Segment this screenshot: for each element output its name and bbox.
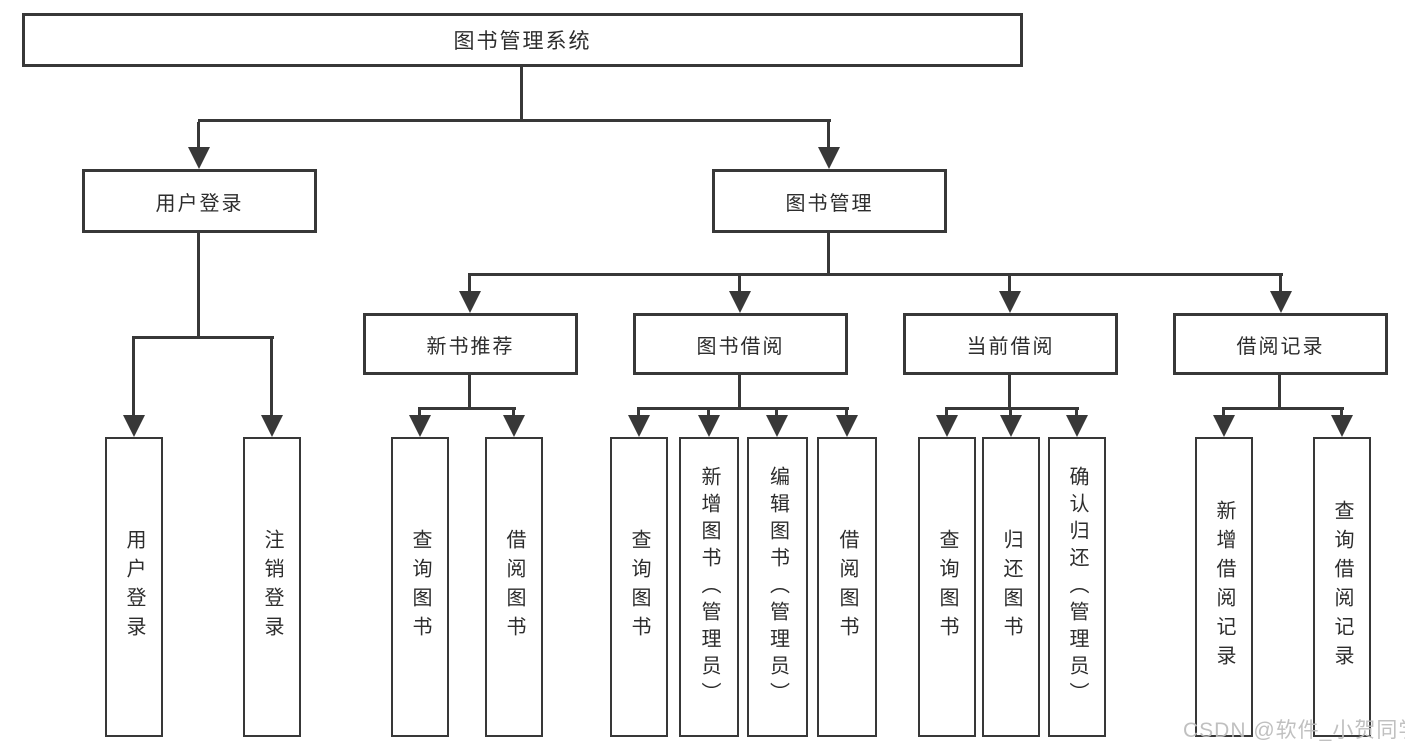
leaf-edit-book-admin: 编辑图书（管理员） <box>747 437 808 737</box>
connector-line <box>827 233 830 276</box>
leaf-query-book-current: 查询图书 <box>918 437 976 737</box>
arrow-down-icon <box>628 415 650 437</box>
connector-line <box>1340 410 1343 417</box>
connector-line <box>512 410 515 417</box>
arrow-down-icon <box>729 291 751 313</box>
arrow-down-icon <box>698 415 720 437</box>
node-label: 借阅图书 <box>503 529 525 645</box>
node-label: 当前借阅 <box>966 335 1055 358</box>
connector-line <box>945 410 948 417</box>
leaf-query-borrow-record: 查询借阅记录 <box>1313 437 1371 737</box>
node-label: 用户登录 <box>123 529 145 645</box>
arrow-down-icon <box>936 415 958 437</box>
leaf-return-book: 归还图书 <box>982 437 1040 737</box>
connector-line <box>637 410 640 417</box>
arrow-down-icon <box>999 291 1021 313</box>
node-label: 归还图书 <box>1000 529 1022 645</box>
leaf-query-book-borrow: 查询图书 <box>610 437 668 737</box>
connector-line <box>1222 410 1225 417</box>
node-label: 新书推荐 <box>426 335 515 358</box>
connector-line <box>775 410 778 417</box>
connector-line <box>738 276 741 293</box>
node-user-login: 用户登录 <box>82 169 317 233</box>
node-label: 查询图书 <box>936 529 958 645</box>
node-book-borrow: 图书借阅 <box>633 313 848 375</box>
connector-line <box>1009 410 1012 417</box>
node-label: 查询图书 <box>628 529 650 645</box>
connector-line <box>1008 375 1011 410</box>
connector-line <box>468 273 1283 276</box>
connector-line <box>418 407 516 410</box>
arrow-down-icon <box>1066 415 1088 437</box>
connector-line <box>468 276 471 293</box>
connector-line <box>132 339 135 417</box>
arrow-down-icon <box>188 147 210 169</box>
connector-line <box>197 122 200 148</box>
connector-line <box>197 233 200 339</box>
connector-line <box>738 375 741 410</box>
arrow-down-icon <box>1213 415 1235 437</box>
arrow-down-icon <box>123 415 145 437</box>
node-label: 注销登录 <box>261 529 283 645</box>
node-label: 新增借阅记录 <box>1213 500 1235 674</box>
node-label: 用户登录 <box>155 192 244 215</box>
arrow-down-icon <box>1000 415 1022 437</box>
node-label: 借阅记录 <box>1236 335 1325 358</box>
leaf-user-login: 用户登录 <box>105 437 163 737</box>
connector-line <box>198 119 831 122</box>
connector-line <box>1222 407 1344 410</box>
node-new-book-recommend: 新书推荐 <box>363 313 578 375</box>
connector-line <box>945 407 1079 410</box>
arrow-down-icon <box>261 415 283 437</box>
node-current-borrow: 当前借阅 <box>903 313 1118 375</box>
node-label: 图书管理系统 <box>453 30 592 53</box>
connector-line <box>637 407 849 410</box>
leaf-add-book-admin: 新增图书（管理员） <box>679 437 739 737</box>
node-book-management: 图书管理 <box>712 169 947 233</box>
node-label: 图书管理 <box>785 192 874 215</box>
node-label: 图书借阅 <box>696 335 785 358</box>
arrow-down-icon <box>1270 291 1292 313</box>
node-label: 查询借阅记录 <box>1331 500 1353 674</box>
arrow-down-icon <box>409 415 431 437</box>
connector-line <box>827 122 830 148</box>
connector-line <box>845 410 848 417</box>
connector-line <box>1075 410 1078 417</box>
watermark: CSDN @软件_小贺同学 <box>1183 719 1405 742</box>
leaf-add-borrow-record: 新增借阅记录 <box>1195 437 1253 737</box>
connector-line <box>132 336 274 339</box>
connector-line <box>1008 276 1011 293</box>
leaf-confirm-return-admin: 确认归还（管理员） <box>1048 437 1106 737</box>
node-label: 查询图书 <box>409 529 431 645</box>
connector-line <box>520 67 523 122</box>
leaf-query-book-recommend: 查询图书 <box>391 437 449 737</box>
node-label: 新增图书（管理员） <box>698 465 720 709</box>
arrow-down-icon <box>766 415 788 437</box>
arrow-down-icon <box>818 147 840 169</box>
connector-line <box>468 375 471 410</box>
node-borrow-record: 借阅记录 <box>1173 313 1388 375</box>
arrow-down-icon <box>459 291 481 313</box>
node-label: 借阅图书 <box>836 529 858 645</box>
arrow-down-icon <box>1331 415 1353 437</box>
node-root: 图书管理系统 <box>22 13 1023 67</box>
connector-line <box>1279 276 1282 293</box>
connector-line <box>270 339 273 417</box>
leaf-logout: 注销登录 <box>243 437 301 737</box>
leaf-borrow-book: 借阅图书 <box>817 437 877 737</box>
connector-line <box>1278 375 1281 410</box>
node-label: 编辑图书（管理员） <box>766 465 789 709</box>
node-label: 确认归还（管理员） <box>1066 465 1088 709</box>
arrow-down-icon <box>836 415 858 437</box>
connector-line <box>707 410 710 417</box>
connector-line <box>418 410 421 417</box>
arrow-down-icon <box>503 415 525 437</box>
leaf-borrow-book-recommend: 借阅图书 <box>485 437 543 737</box>
